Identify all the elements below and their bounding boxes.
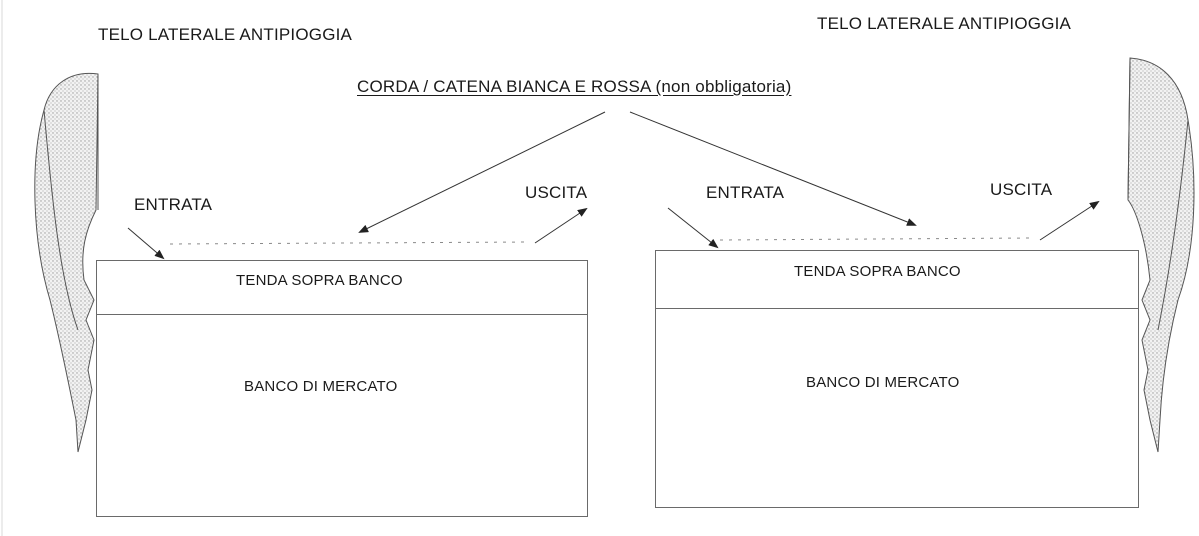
rope-line-2: [719, 237, 1031, 241]
rope-dots: [169, 237, 1031, 245]
exit-arrow-2: [1039, 200, 1100, 241]
flow-arrows-stall-2: [667, 200, 1100, 249]
market-stall-1: [96, 260, 588, 517]
awning-2: [656, 251, 1138, 309]
left-tarp-label: TELO LATERALE ANTIPIOGGIA: [98, 25, 353, 44]
right-side-tarp: [1127, 57, 1195, 453]
entry-label-2: ENTRATA: [706, 183, 785, 202]
rope-line-1: [169, 241, 531, 245]
awning-label-2: TENDA SOPRA BANCO: [794, 263, 961, 280]
rope-arrow-right: [629, 111, 917, 226]
stall-label-2: BANCO DI MERCATO: [806, 374, 960, 391]
stall-label-1: BANCO DI MERCATO: [244, 378, 398, 395]
awning-1: [97, 261, 587, 315]
rope-arrow-left: [358, 111, 606, 233]
entry-arrow-1: [127, 227, 165, 260]
right-tarp-label: TELO LATERALE ANTIPIOGGIA: [817, 14, 1072, 33]
flow-arrows-stall-1: [127, 207, 588, 260]
market-stall-2: [655, 250, 1139, 508]
left-side-tarp: [34, 72, 99, 453]
entry-arrow-2: [667, 207, 719, 249]
entry-label-1: ENTRATA: [134, 195, 213, 214]
rope-arrows: [358, 111, 917, 233]
exit-label-2: USCITA: [990, 180, 1053, 199]
awning-label-1: TENDA SOPRA BANCO: [236, 272, 403, 289]
exit-label-1: USCITA: [525, 183, 588, 202]
exit-arrow-1: [534, 207, 588, 244]
rope-label: CORDA / CATENA BIANCA E ROSSA (non obbli…: [357, 77, 792, 96]
